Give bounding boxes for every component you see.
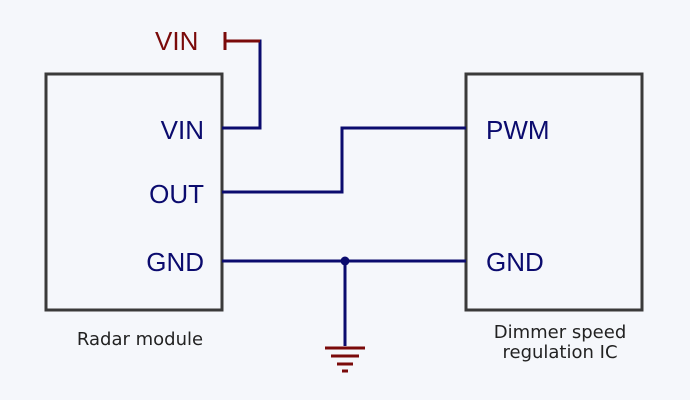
dimmer-pin-gnd: GND: [486, 247, 544, 277]
dimmer-ic-caption-line1: Dimmer speed: [494, 322, 627, 343]
dimmer-ic-caption-line2: regulation IC: [502, 342, 617, 363]
dimmer-ic-box: [464, 72, 644, 312]
out-to-pwm-wire: [222, 126, 466, 194]
radar-pin-out: OUT: [149, 179, 204, 209]
radar-pin-gnd: GND: [146, 247, 204, 277]
dimmer-pin-pwm: PWM: [486, 115, 550, 145]
radar-module-caption: Radar module: [77, 329, 203, 350]
ground-icon: [325, 346, 365, 373]
supply-wire: [222, 32, 262, 130]
supply-label: VIN: [155, 26, 198, 56]
radar-pin-vin: VIN: [161, 115, 204, 145]
